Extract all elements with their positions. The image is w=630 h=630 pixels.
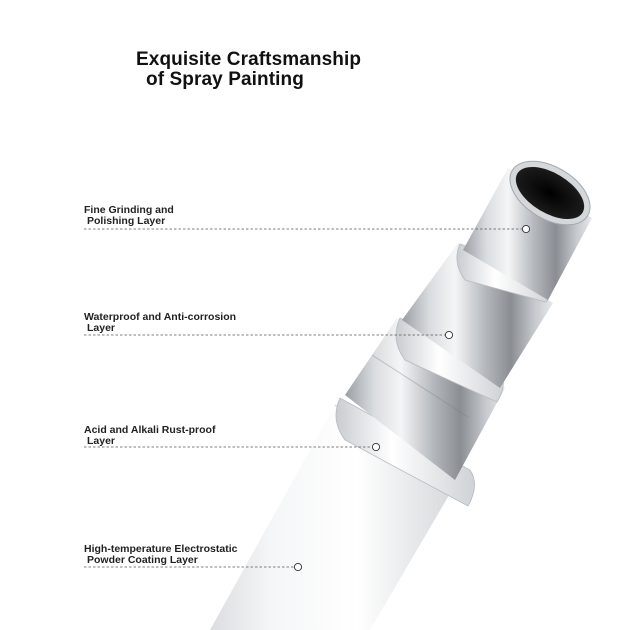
layer-label-line-2: Polishing Layer [87,215,166,227]
leader-line-acid-alkali [84,442,381,452]
third-steel-section [345,318,505,480]
layer-label-line-1: Fine Grinding and [84,204,174,216]
title-line-1: Exquisite Craftsmanship [136,49,362,70]
layer-label-line-1: Acid and Alkali Rust-proof [84,424,216,436]
layer-label-waterproof: Waterproof and Anti-corrosion Layer [84,312,236,334]
layer-label-line-2: Powder Coating Layer [87,554,198,566]
leader-line-powder-coating [84,562,303,572]
leader-line-waterproof [84,330,454,340]
title-line-2: of Spray Painting [146,69,304,90]
top-steel-section [463,160,592,300]
layer-label-line-2: Layer [87,435,116,447]
layer-label-powder-coating: High-temperature Electrostatic Powder Co… [84,544,237,566]
layer-label-line-1: High-temperature Electrostatic [84,543,238,555]
layer-label-acid-alkali: Acid and Alkali Rust-proof Layer [84,425,215,447]
page-title: Exquisite Craftsmanship of Spray Paintin… [136,50,361,90]
layer-label-line-1: Waterproof and Anti-corrosion [84,311,237,323]
layer-label-fine-grinding: Fine Grinding and Polishing Layer [84,205,174,227]
base-tube-collar [335,397,475,507]
layer-label-line-2: Layer [87,322,116,334]
leader-line-fine-grinding [84,224,531,234]
